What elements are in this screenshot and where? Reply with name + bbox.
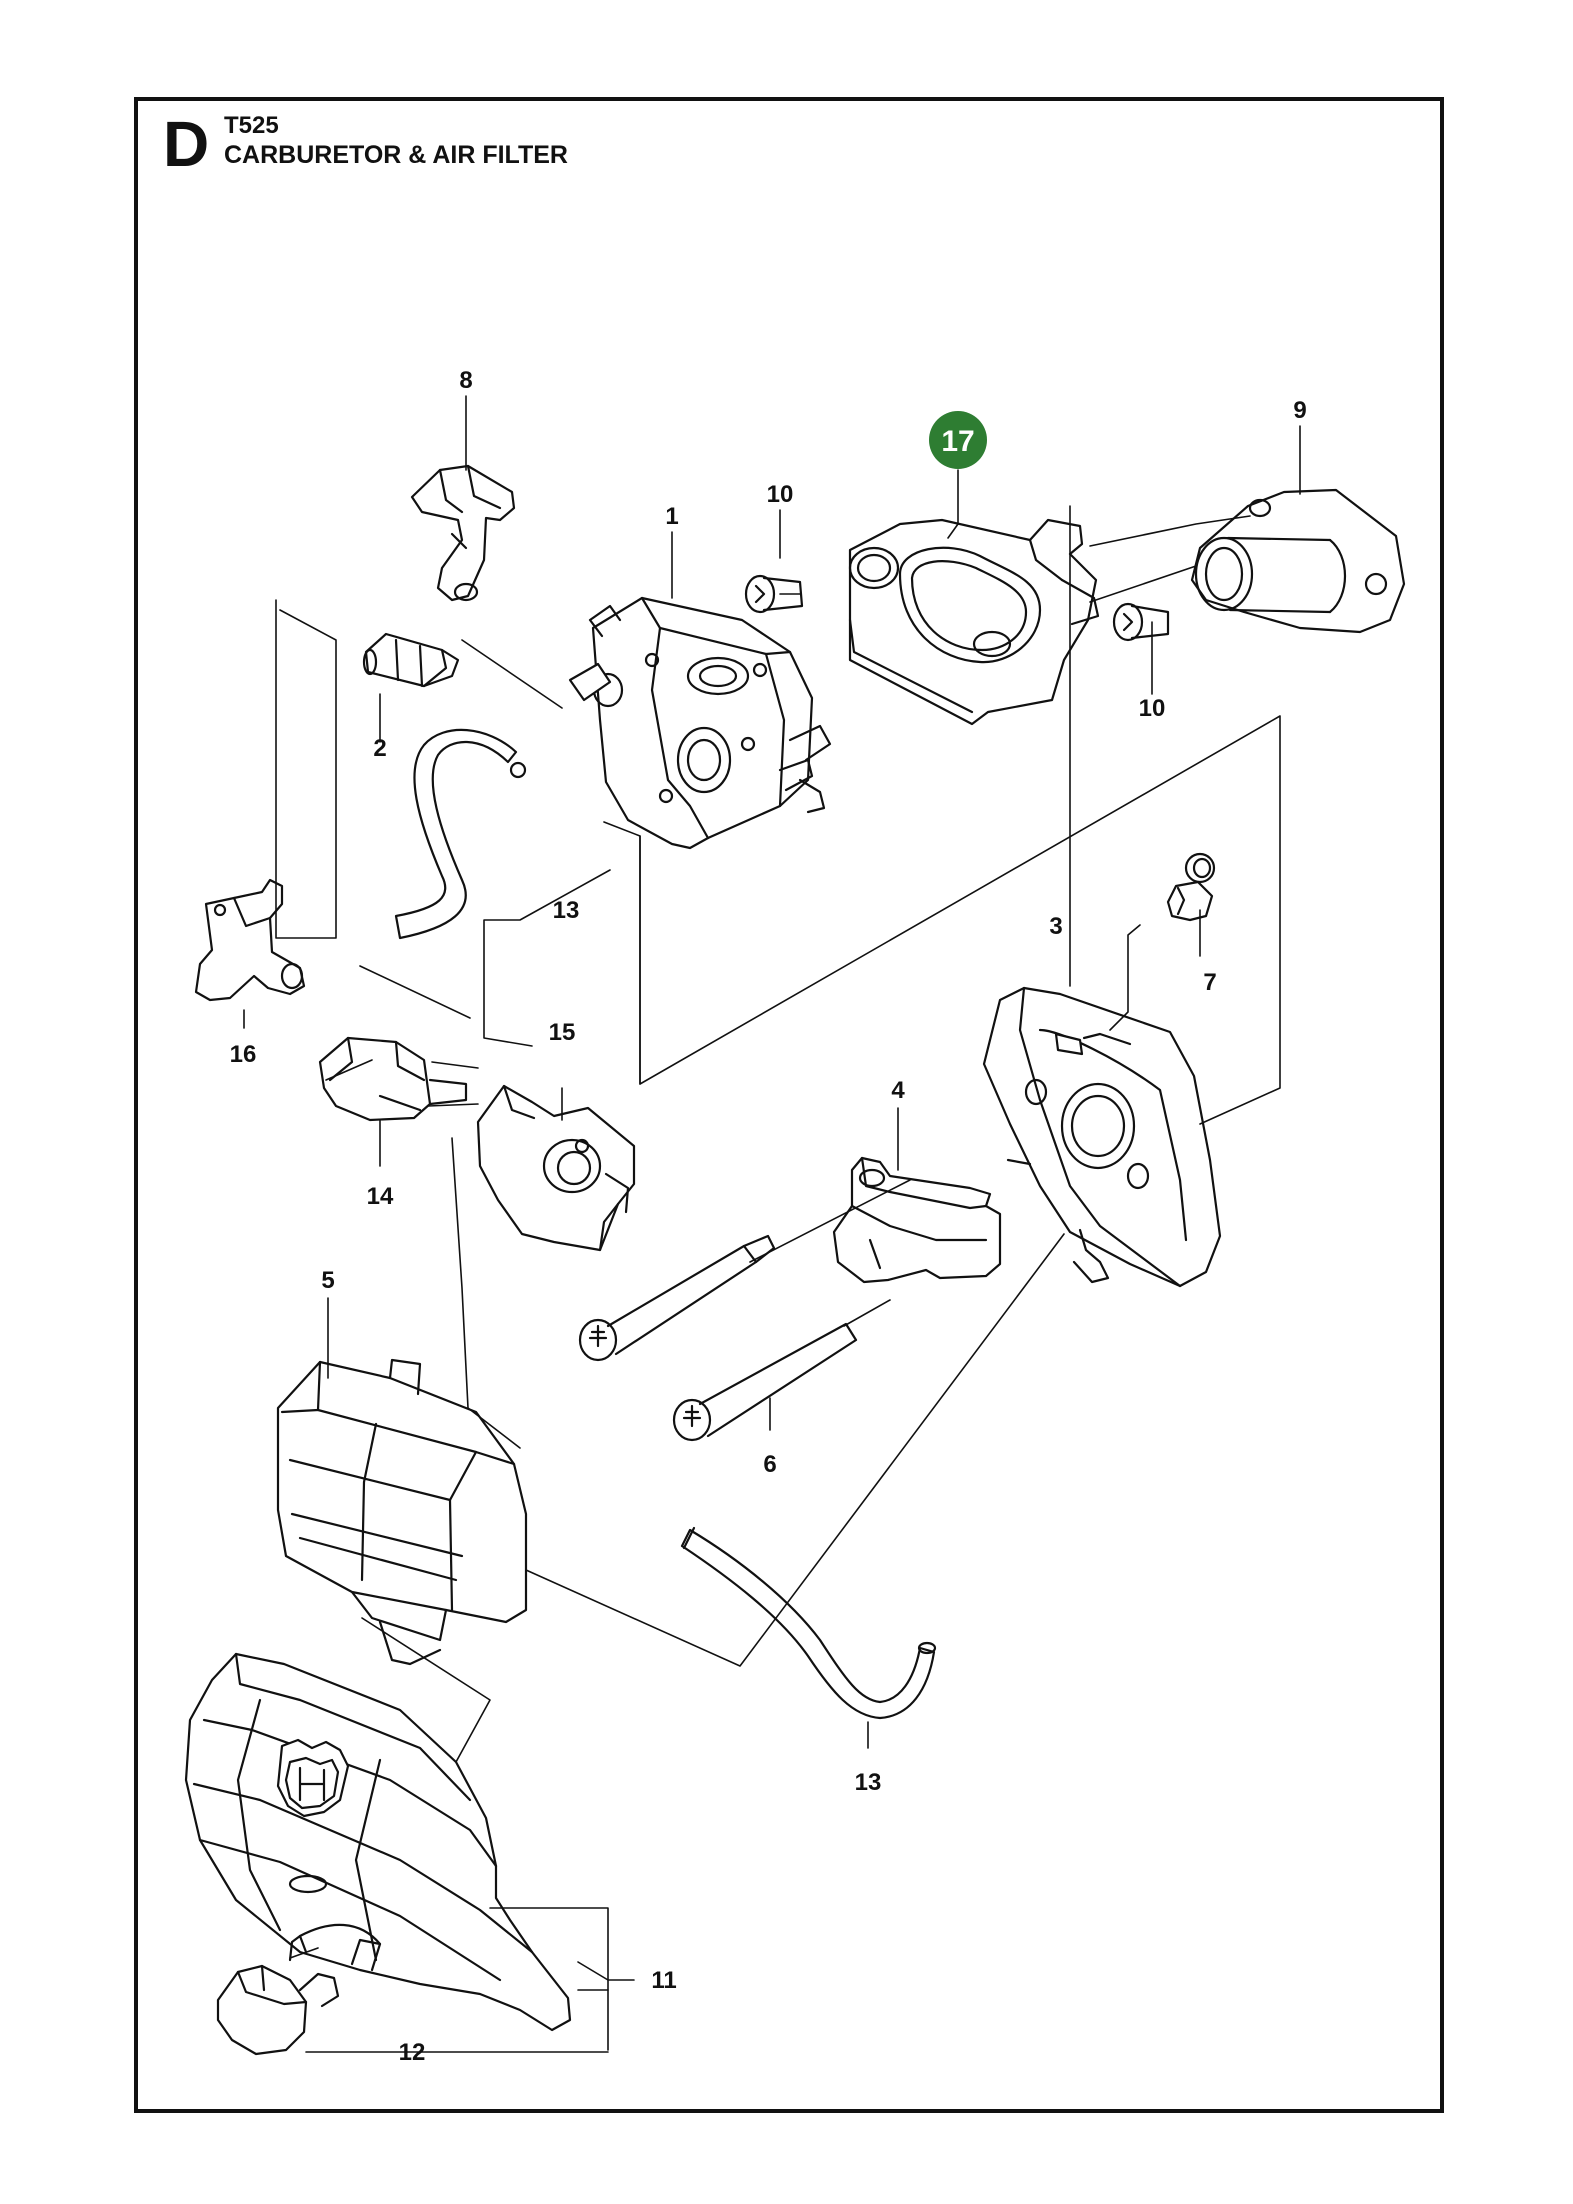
callout-13-lower: 13 (855, 1769, 882, 1796)
part-1-carburetor (568, 596, 832, 850)
part-15-primer-housing (476, 1084, 636, 1252)
part-13-fuel-hose-lower (680, 1526, 937, 1720)
part-5-air-filter (276, 1358, 528, 1666)
part-12-cover-knob (216, 1934, 340, 2056)
callout-12: 12 (399, 2039, 426, 2066)
part-17-intake-plate (848, 518, 1100, 726)
part-13-fuel-hose-upper (394, 728, 527, 940)
callouts: 8 1 2 10 10 9 3 7 4 13 16 15 14 5 6 13 1… (230, 367, 1307, 2066)
part-9-intake-flange (1190, 488, 1406, 634)
part-16-choke-lever (194, 878, 306, 1002)
callout-7: 7 (1203, 969, 1216, 996)
part-2-fuel-nozzle (362, 632, 460, 688)
callout-11: 11 (651, 1967, 676, 1994)
part-6-screw-lower (672, 1322, 858, 1442)
callout-10-left: 10 (767, 481, 794, 508)
callout-6: 6 (763, 1451, 776, 1478)
section-letter: D (163, 108, 210, 180)
part-10-bolt-right (1112, 602, 1170, 642)
callout-10-right: 10 (1139, 695, 1166, 722)
callout-5: 5 (321, 1267, 334, 1294)
part-14-primer-bulb (318, 1036, 468, 1122)
page-title: CARBURETOR & AIR FILTER (224, 141, 568, 169)
part-3-filter-base (982, 986, 1222, 1288)
husqvarna-crown-h-logo-icon (276, 1738, 350, 1818)
leader-lines (243, 395, 1301, 2053)
part-10-bolt-left (744, 574, 804, 614)
callout-14: 14 (367, 1183, 394, 1210)
callout-15: 15 (549, 1019, 576, 1046)
part-4-filter-bracket (832, 1156, 1002, 1284)
part-8-throttle-lever (410, 464, 516, 602)
model-number: T525 (224, 112, 279, 139)
callout-8: 8 (459, 367, 472, 394)
part-6-screw-upper (578, 1234, 776, 1362)
callout-13-upper: 13 (553, 897, 580, 924)
callout-1: 1 (665, 503, 678, 530)
diagram-frame (134, 97, 1444, 2113)
callout-4: 4 (891, 1077, 905, 1104)
callout-2: 2 (373, 735, 386, 762)
callout-17-badge: 17 (929, 411, 987, 539)
callout-17: 17 (941, 425, 974, 458)
callout-16: 16 (230, 1041, 257, 1068)
part-7-nut (1166, 852, 1216, 922)
callout-9: 9 (1293, 397, 1306, 424)
callout-3: 3 (1049, 913, 1062, 940)
